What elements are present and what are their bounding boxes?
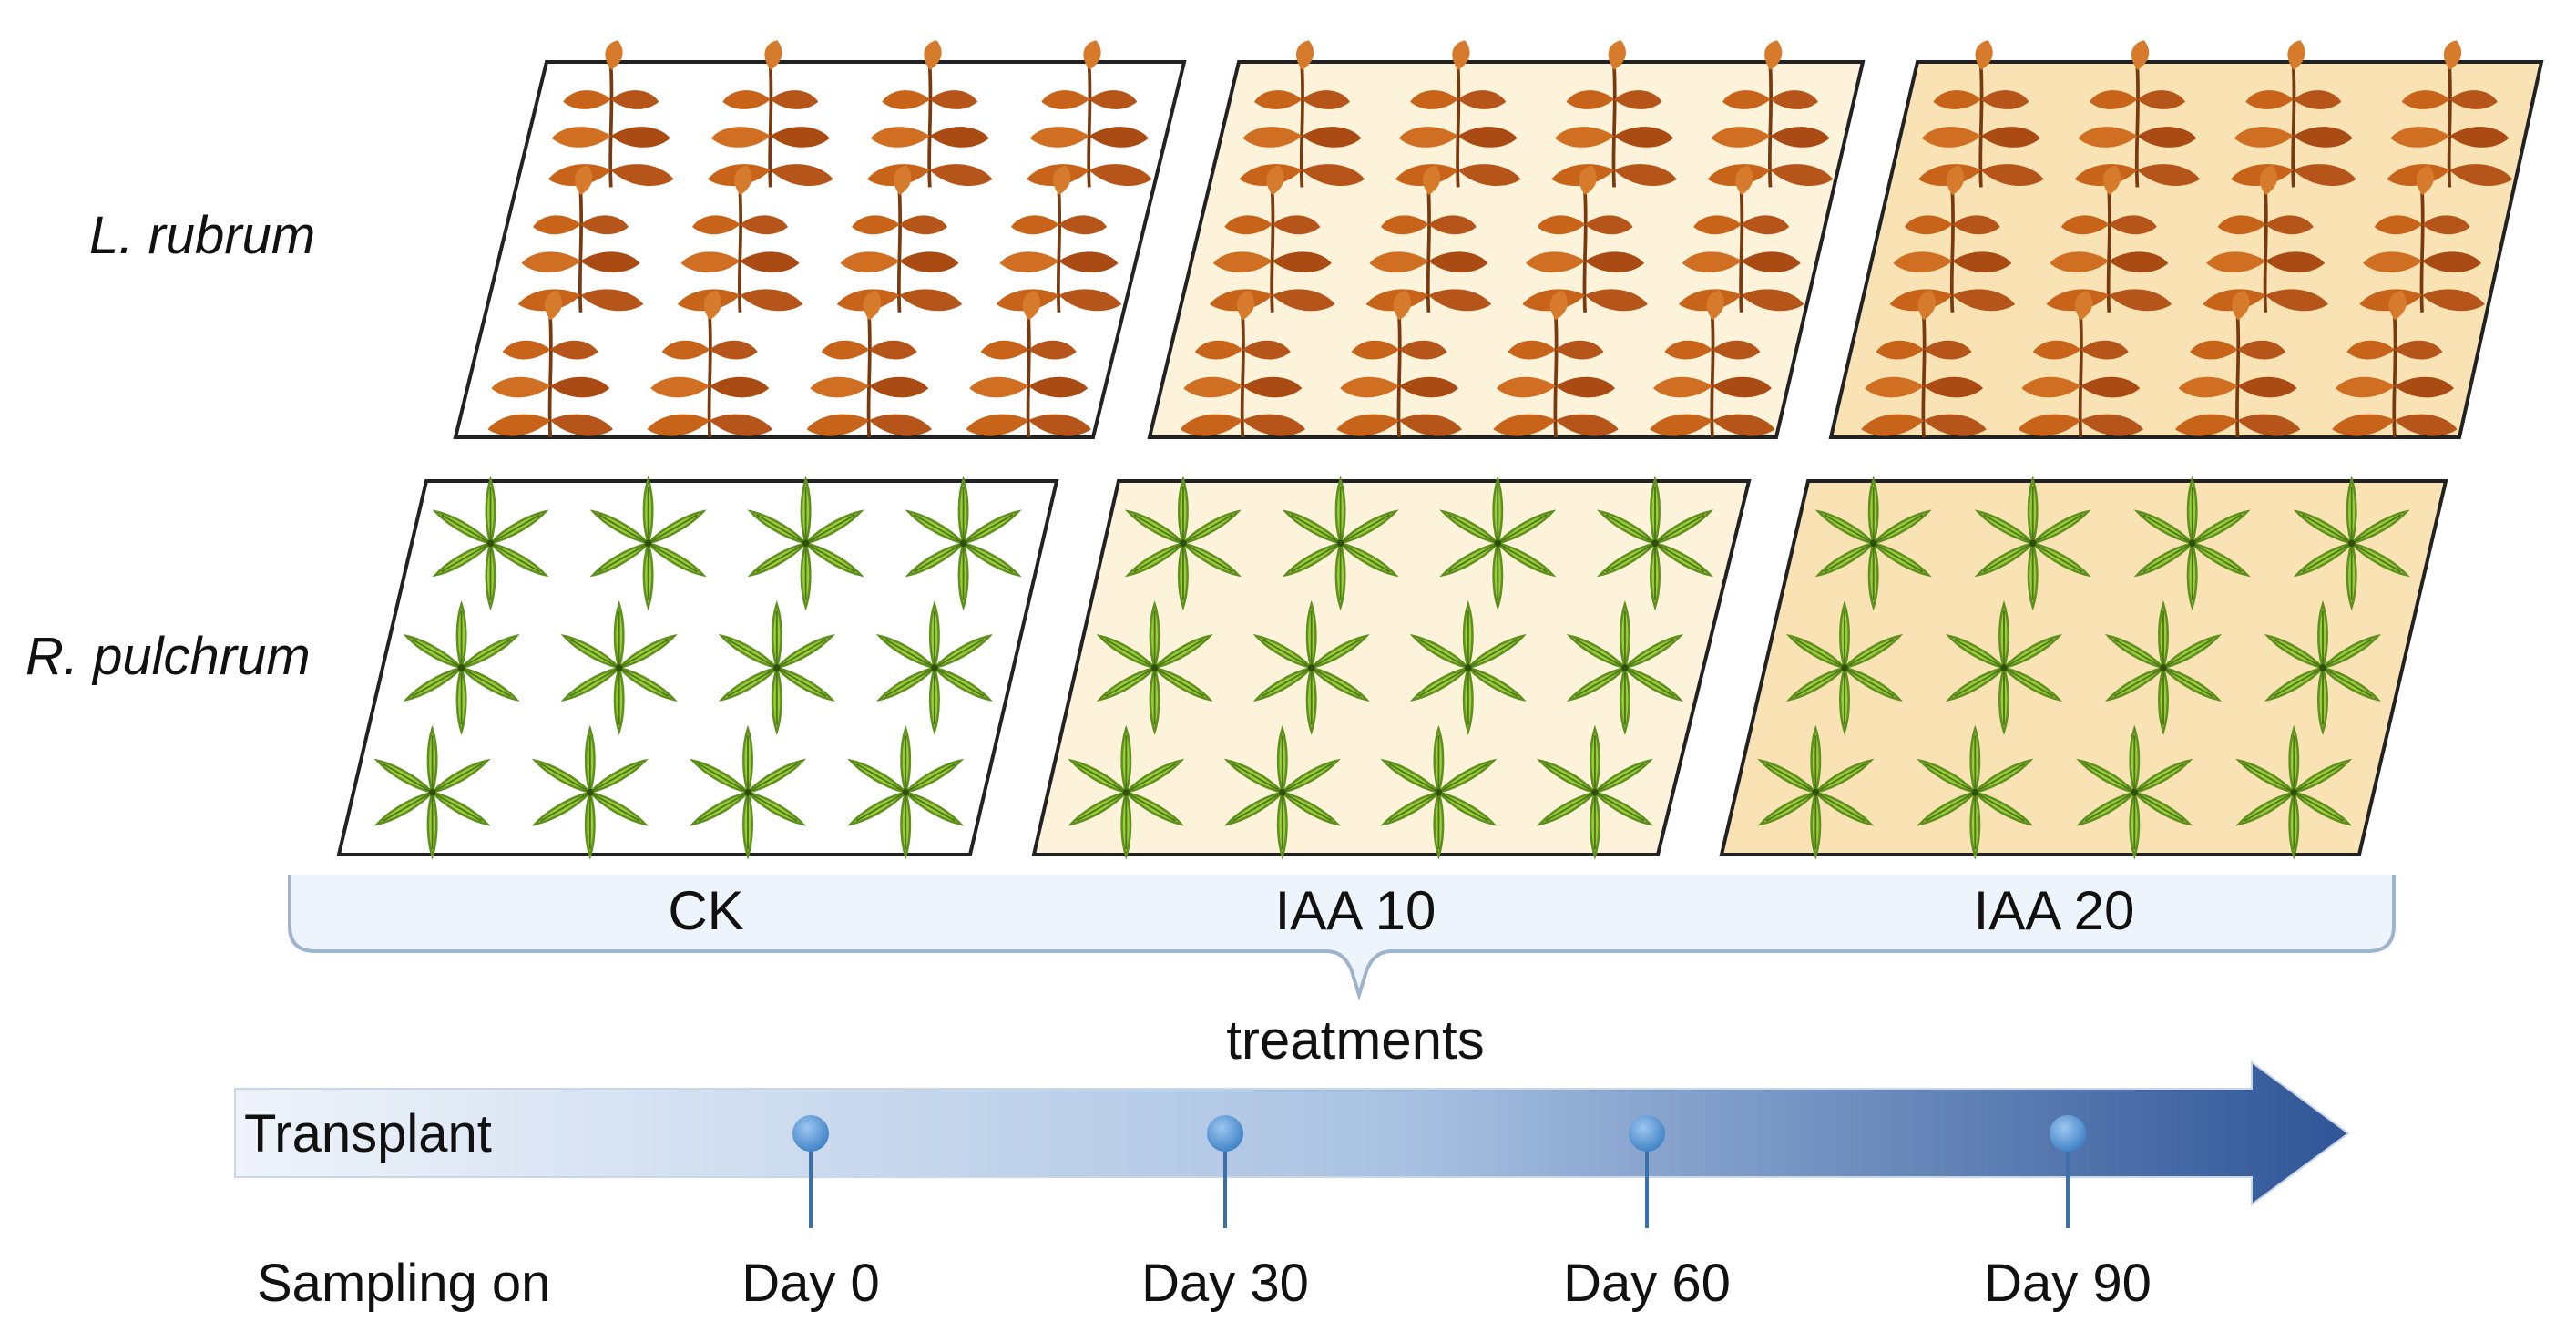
sampling-point-day30: Day 30: [1141, 1115, 1309, 1313]
day-label: Day 90: [1984, 1254, 2152, 1313]
treatments-caption: treatments: [1226, 1009, 1484, 1071]
plot-top-ck: [453, 38, 1187, 439]
treatment-bracket: [288, 875, 2396, 1001]
sampling-point-day90: Day 90: [1984, 1115, 2152, 1313]
sampling-dot: [1629, 1115, 1665, 1152]
sampling-dot: [2050, 1115, 2086, 1152]
sampling-point-day60: Day 60: [1563, 1115, 1731, 1313]
treatment-label-iaa10: IAA 10: [1275, 880, 1436, 941]
treatment-label-ck: CK: [668, 880, 743, 941]
day-label: Day 30: [1141, 1254, 1309, 1313]
timeline-arrow: [234, 1060, 2350, 1206]
plot-bottom-ck: [336, 478, 1059, 857]
species-label-bottom: R. pulchrum: [26, 627, 311, 686]
sampling-point-day0: Day 0: [741, 1115, 880, 1313]
sampling-on-label: Sampling on: [257, 1254, 550, 1313]
sampling-dot: [792, 1115, 829, 1152]
plot-bottom-iaa10: [1031, 478, 1752, 857]
treatment-label-iaa20: IAA 20: [1974, 880, 2135, 941]
plot-bottom-iaa20: [1719, 478, 2448, 857]
transplant-label: Transplant: [244, 1104, 492, 1163]
sampling-dot: [1207, 1115, 1243, 1152]
plot-top-iaa10: [1147, 38, 1866, 439]
species-label-top: L. rubrum: [89, 206, 315, 265]
day-label: Day 60: [1563, 1254, 1731, 1313]
plot-top-iaa20: [1828, 38, 2544, 439]
day-label: Day 0: [741, 1254, 880, 1313]
